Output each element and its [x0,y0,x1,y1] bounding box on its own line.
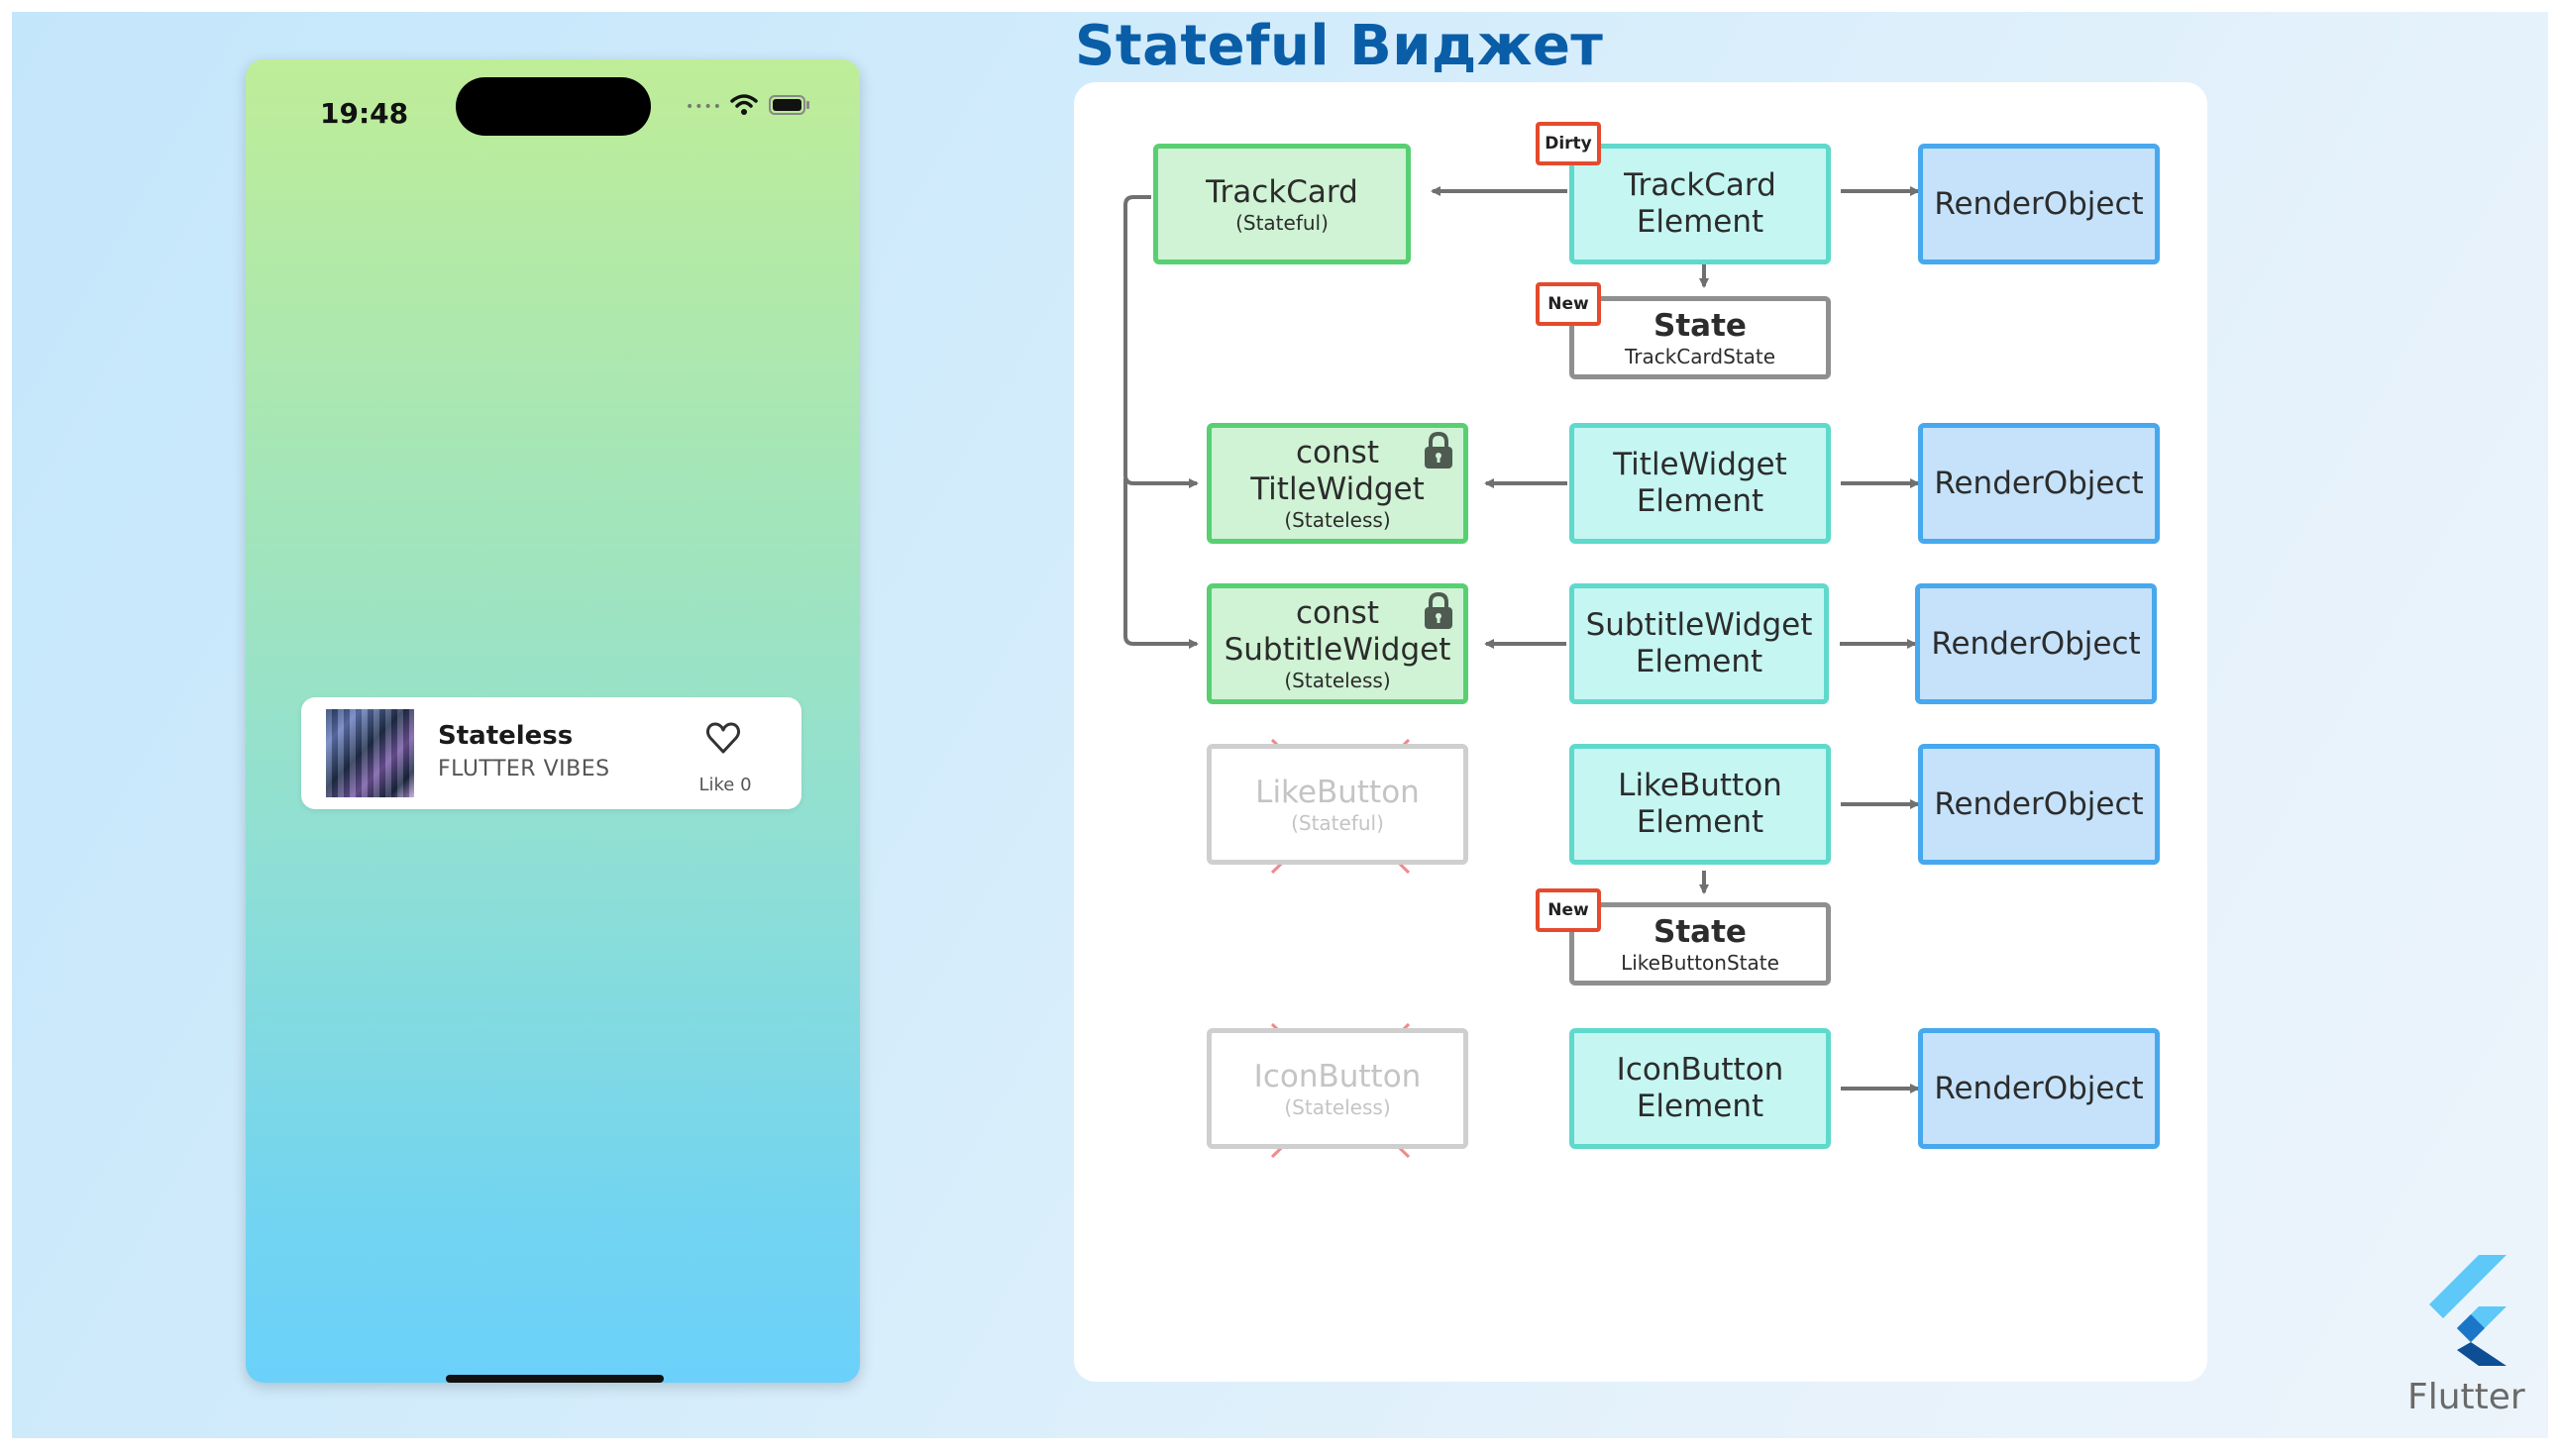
trackcard-element-box: TrackCard Element [1569,144,1831,264]
status-bar-time: 19:48 [320,97,409,130]
trackcard-widget-type: (Stateful) [1235,210,1329,235]
likebutton-render-object-box: RenderObject [1918,744,2160,865]
subtitle-element-label: SubtitleWidget [1585,607,1813,643]
track-card[interactable]: Stateless FLUTTER VIBES Like 0 [301,697,801,809]
likebutton-widget-label: LikeButton [1255,774,1420,810]
iconbutton-widget-type: (Stateless) [1284,1094,1391,1119]
likebutton-state-box: State LikeButtonState [1569,902,1831,986]
wifi-icon [730,94,758,115]
signal-icon: •••• [686,99,723,115]
title-element-label: TitleWidget [1613,447,1787,482]
likebutton-element-box: LikeButton Element [1569,744,1831,865]
phone-screen: 19:48 •••• Stateless FLUTTER VIBES Like … [246,59,860,1383]
connector-arrows [1123,186,1920,1159]
likebutton-widget-removed-box: LikeButton (Stateful) [1207,744,1468,865]
subtitle-render-object-box: RenderObject [1915,583,2157,704]
flutter-brand-label: Flutter [2407,1377,2525,1417]
title-element-suffix: Element [1636,483,1764,519]
title-element-box: TitleWidget Element [1569,423,1831,544]
lock-icon [1425,591,1452,629]
subtitle-element-box: SubtitleWidget Element [1569,583,1829,704]
likebutton-element-suffix: Element [1636,804,1764,840]
lock-icon [1425,431,1452,468]
render-object-label: RenderObject [1934,465,2144,501]
trackcard-state-class: TrackCardState [1624,344,1776,368]
new-tag: New [1536,888,1601,932]
state-label: State [1653,307,1747,344]
iconbutton-widget-label: IconButton [1253,1058,1422,1094]
trackcard-widget-box: TrackCard (Stateful) [1153,144,1411,264]
likebutton-element-label: LikeButton [1618,768,1782,803]
likebutton-state-class: LikeButtonState [1621,950,1779,975]
dynamic-island [456,77,651,136]
iconbutton-widget-removed-box: IconButton (Stateless) [1207,1028,1468,1149]
title-render-object-box: RenderObject [1918,423,2160,544]
title-widget-label: TitleWidget [1250,471,1425,507]
page-title: Stateful Виджет [1075,14,1604,78]
new-tag: New [1536,282,1601,326]
iconbutton-render-object-box: RenderObject [1918,1028,2160,1149]
trackcard-state-box: State TrackCardState [1569,296,1831,379]
subtitle-element-suffix: Element [1635,644,1763,679]
render-object-label: RenderObject [1931,625,2141,662]
title-widget-type: (Stateless) [1284,508,1391,532]
slide: Stateful Виджет 19:48 •••• Stateless FLU… [12,12,2548,1438]
likebutton-widget-type: (Stateful) [1291,810,1384,835]
render-object-label: RenderObject [1934,785,2144,822]
battery-icon [769,95,809,115]
album-art [326,709,414,797]
iconbutton-element-suffix: Element [1636,1089,1764,1124]
trackcard-render-object-box: RenderObject [1918,144,2160,264]
heart-icon[interactable] [705,721,741,755]
render-object-label: RenderObject [1934,1070,2144,1106]
subtitle-widget-label: SubtitleWidget [1224,632,1451,668]
title-widget-box: const TitleWidget (Stateless) [1207,423,1468,544]
iconbutton-element-box: IconButton Element [1569,1028,1831,1149]
const-label: const [1296,595,1379,631]
track-title: Stateless [438,721,574,751]
like-count-label: Like 0 [698,775,752,795]
arrow-tree-to-subtitle [1123,478,1199,649]
home-indicator [446,1375,664,1383]
widget-tree-diagram: TrackCard (Stateful) TrackCard Element D… [1074,82,2207,1382]
subtitle-widget-type: (Stateless) [1284,669,1391,692]
dirty-tag: Dirty [1536,122,1601,165]
trackcard-element-label: TrackCard [1624,167,1776,203]
render-object-label: RenderObject [1934,185,2144,222]
state-label: State [1653,913,1747,950]
subtitle-widget-box: const SubtitleWidget (Stateless) [1207,583,1468,704]
trackcard-widget-label: TrackCard [1206,173,1358,210]
trackcard-element-suffix: Element [1636,204,1764,240]
iconbutton-element-label: IconButton [1616,1052,1784,1088]
flutter-logo-icon [2429,1255,2507,1366]
const-label: const [1296,435,1379,470]
track-subtitle: FLUTTER VIBES [438,757,610,781]
